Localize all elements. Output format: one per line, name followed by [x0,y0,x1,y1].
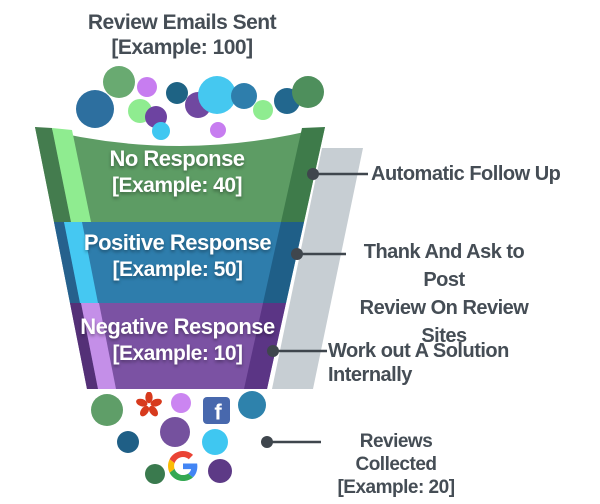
bubble [145,464,165,484]
bubbles [76,66,324,484]
bubble [198,76,236,114]
annotation-reviews-collected: Reviews Collected [Example: 20] [321,430,471,499]
stage3-highlight-stripe [81,303,116,389]
facebook-letter: f [214,400,222,425]
stage3-right-edge [244,303,286,389]
annotation3-line1: Work out A Solution Internally [328,340,509,386]
bubble [238,391,266,419]
stage1-highlight-stripe [52,128,91,222]
bubble [166,82,188,104]
funnel-title-line2: [Example: 100] [111,36,253,59]
yelp-icon [136,392,162,417]
stage-label-positive-response: Positive Response [Example: 50] [70,229,285,283]
connector-dots [261,168,319,448]
funnel-title-line1: Review Emails Sent [87,11,277,34]
stage3-left-edge [70,303,98,389]
annotation-thank-and-ask: Thank And Ask to Post Review On Review S… [348,238,540,350]
annotation2-line2: Review On Review Sites [359,297,529,347]
stage2-example: [Example: 50] [112,258,243,281]
connector-lines [267,172,368,444]
stage2-right-edge [263,222,304,303]
gray-shadow-ribbon [272,148,363,389]
bubble [152,122,170,140]
annotation-automatic-follow-up: Automatic Follow Up [371,162,581,186]
stage-positive-response-body [54,222,304,303]
stage2-left-edge [54,222,80,303]
annotation1-line1: Automatic Follow Up [371,163,561,185]
stage1-left-edge [35,127,71,222]
stage2-label: Positive Response [83,230,272,255]
bubble [202,429,228,455]
bubble [210,122,226,138]
annotation-work-out-solution: Work out A Solution Internally [328,339,583,387]
stage2-highlight-stripe [64,222,98,303]
stage-label-negative-response: Negative Response [Example: 10] [80,313,275,367]
bubble [171,393,191,413]
annotation2-line1: Thank And Ask to Post [363,241,525,291]
stage-negative-response-body [70,303,286,389]
annotation4-line1: Reviews Collected [355,431,437,475]
bubble [231,83,257,109]
stage-label-no-response: No Response [Example: 40] [57,145,297,199]
annotation4-line2: [Example: 20] [337,477,455,498]
bubble [137,77,157,97]
bubble [160,417,190,447]
stage-no-response-body [35,127,325,222]
stage1-right-edge [281,127,325,222]
bubble [253,100,273,120]
bubble [117,431,139,453]
stage1-example: [Example: 40] [111,174,243,197]
funnel-title: Review Emails Sent [Example: 100] [70,10,294,60]
bubble [292,76,324,108]
stage3-example: [Example: 10] [112,342,243,365]
bubble [103,66,135,98]
facebook-icon: f [203,397,230,424]
google-icon [168,451,198,481]
bubble [76,90,114,128]
bubble [91,394,123,426]
stage3-label: Negative Response [80,314,275,339]
bubble [208,459,232,483]
stage1-label: No Response [109,146,245,171]
